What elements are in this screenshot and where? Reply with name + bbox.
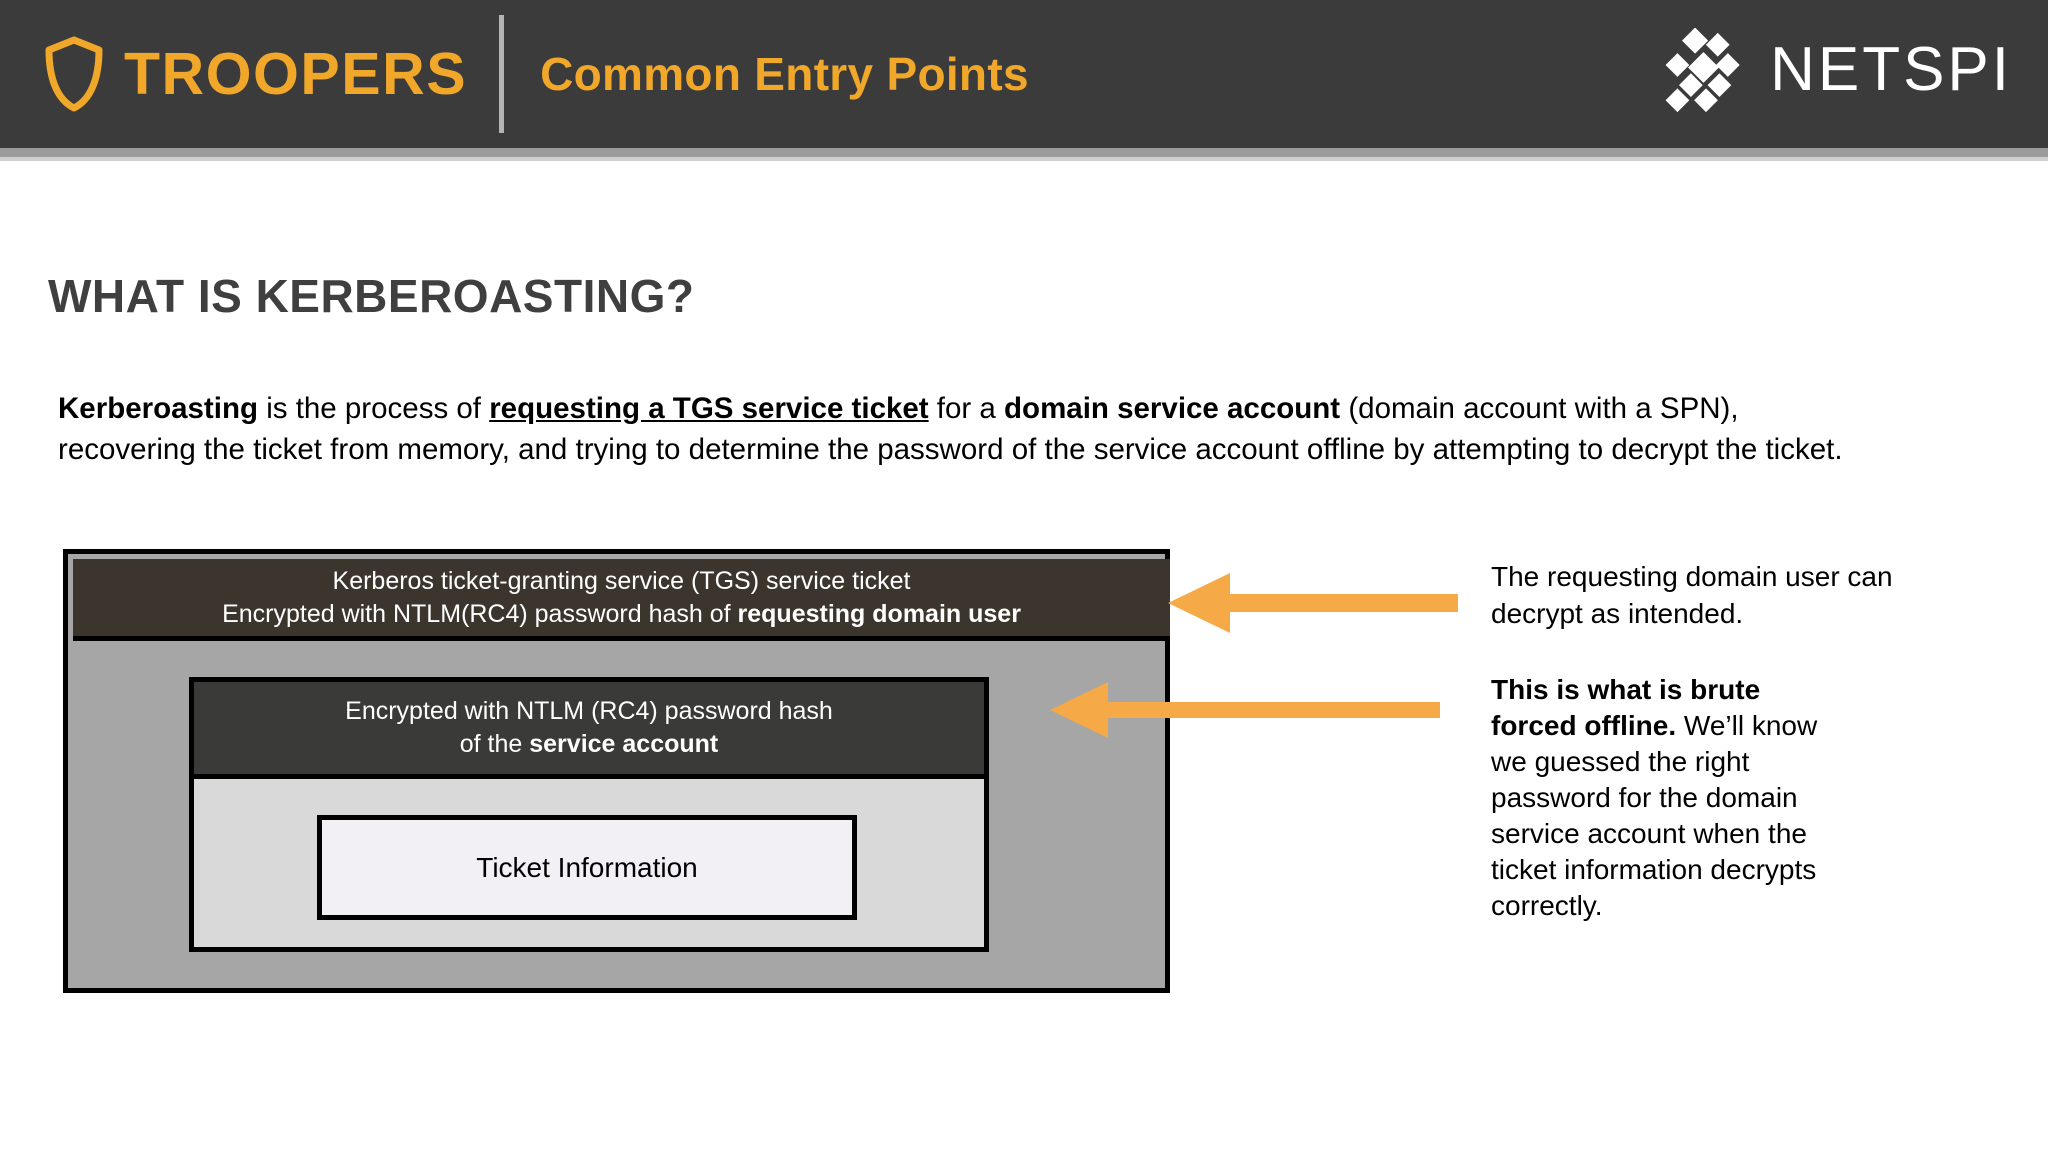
tgs-band-line-2: Encrypted with NTLM(RC4) password hash o… [222,598,1021,631]
header-underline-gray [0,148,2048,157]
paragraph-term-kerberoasting: Kerberoasting [58,391,258,425]
tgs-ticket-band: Kerberos ticket-granting service (TGS) s… [73,559,1170,641]
header-divider [499,15,505,133]
ticket-information-box: Ticket Information [317,815,857,920]
header-underline-light [0,157,2048,161]
kerberoasting-ticket-diagram: Kerberos ticket-granting service (TGS) s… [63,549,1170,993]
troopers-brand-lockup: TROOPERS [44,36,467,112]
paragraph-text-3: (domain account with a SPN), recovering … [58,391,1843,466]
intro-paragraph: Kerberoasting is the process of requesti… [58,388,1858,470]
paragraph-text-2: for a [928,391,1005,425]
callout-brute-force: This is what is brute forced offline. We… [1491,672,1851,924]
service-account-encryption-header: Encrypted with NTLM (RC4) password hash … [194,682,984,779]
page-title: WHAT IS KERBEROASTING? [48,269,695,322]
slide-header-bar: TROOPERS Common Entry Points NETSPI [0,0,2048,148]
service-header-line-2-emphasis: service account [529,730,719,758]
service-header-line-2: of the service account [460,728,719,761]
service-ticket-outer-box: Encrypted with NTLM (RC4) password hash … [189,677,989,952]
netspi-logo-lockup: NETSPI [1664,28,2012,112]
paragraph-term-domain-service-account: domain service account [1004,391,1341,425]
netspi-wordmark: NETSPI [1770,35,2012,104]
troopers-wordmark: TROOPERS [124,40,468,107]
paragraph-emphasis-tgs-request: requesting a TGS service ticket [489,391,929,425]
ticket-information-label: Ticket Information [476,851,698,883]
callout-brute-force-rest: We’ll know we guessed the right password… [1491,710,1818,921]
tgs-band-line-1: Kerberos ticket-granting service (TGS) s… [332,566,911,595]
tgs-band-line-2-prefix: Encrypted with NTLM(RC4) password hash o… [222,599,738,628]
tgs-band-line-2-emphasis: requesting domain user [737,599,1021,628]
header-section-title: Common Entry Points [540,48,1029,100]
service-header-line-1: Encrypted with NTLM (RC4) password hash [345,697,833,725]
shield-icon [44,36,104,112]
callout-brute-force-emphasis: This is what is brute forced offline. [1491,674,1761,741]
paragraph-text-1: is the process of [258,391,490,425]
netspi-diamond-mark-icon [1664,28,1748,112]
callout-requesting-user: The requesting domain user can decrypt a… [1491,561,1893,629]
service-header-line-2-prefix: of the [459,730,530,758]
